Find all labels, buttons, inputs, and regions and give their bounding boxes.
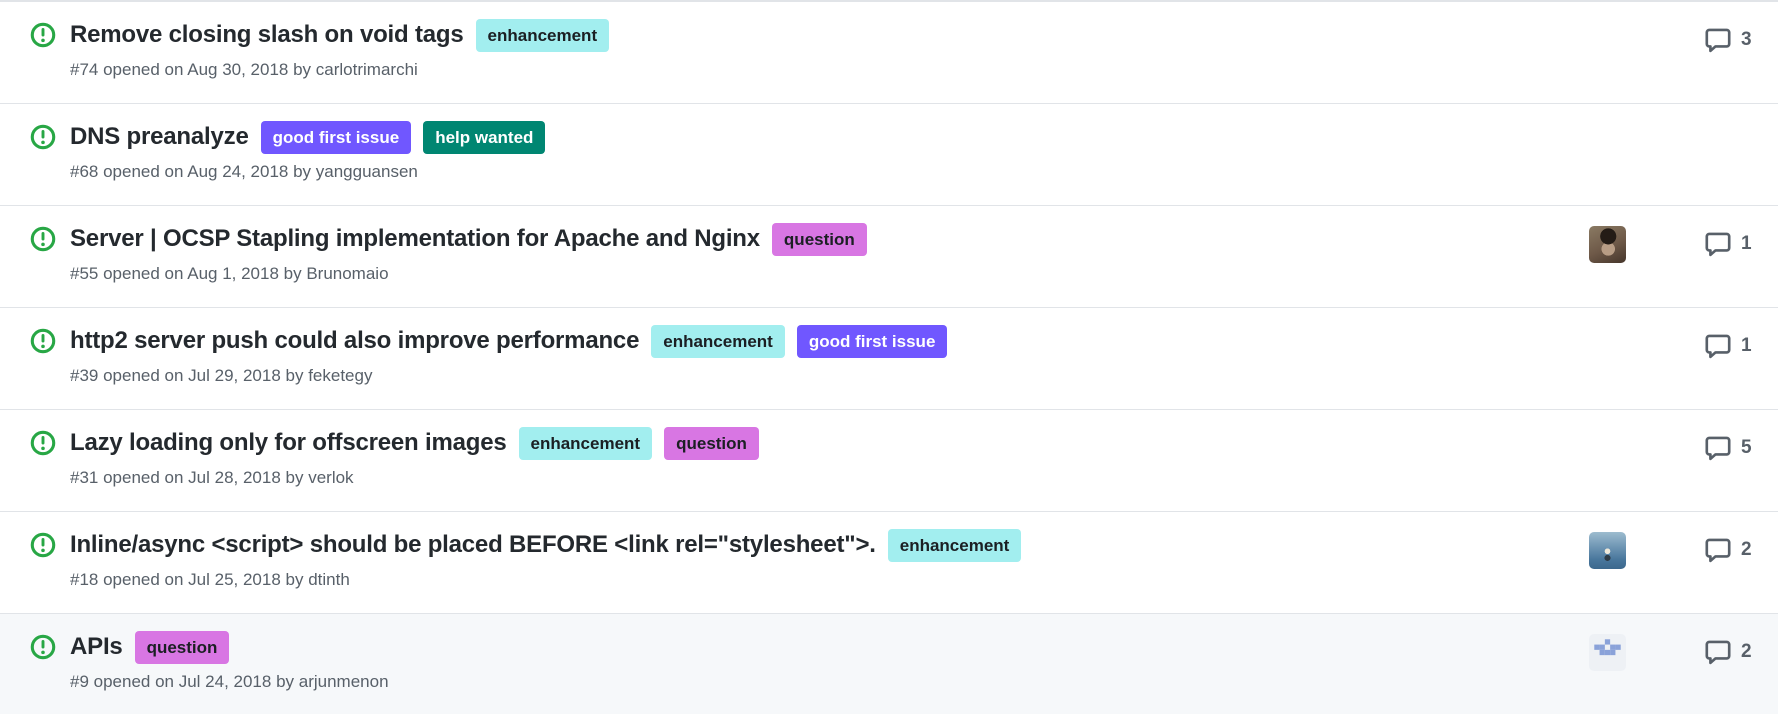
issue-main: Inline/async <script> should be placed B… <box>70 528 1589 591</box>
issue-meta: #68 opened on Aug 24, 2018 by yangguanse… <box>70 162 418 181</box>
issue-title-line: DNS preanalyze good first issue help want… <box>70 120 1589 154</box>
issue-meta: #39 opened on Jul 29, 2018 by feketegy <box>70 366 373 385</box>
comment-count: 1 <box>1741 335 1752 356</box>
open-issue-icon <box>30 630 70 665</box>
issue-title-line: Inline/async <script> should be placed B… <box>70 528 1589 562</box>
issue-main: Remove closing slash on void tags enhanc… <box>70 18 1589 81</box>
comment-icon <box>1705 640 1731 664</box>
issue-title-link[interactable]: Server | OCSP Stapling implementation fo… <box>70 225 760 252</box>
issue-label[interactable]: question <box>664 426 759 460</box>
open-issue-icon <box>30 120 70 155</box>
issue-right-column: 2 <box>1589 632 1756 672</box>
issue-title-line: http2 server push could also improve per… <box>70 324 1589 358</box>
assignee-avatar[interactable] <box>1589 225 1626 263</box>
issue-label[interactable]: enhancement <box>475 18 610 52</box>
comment-count: 3 <box>1741 29 1752 50</box>
issue-right-column: 2 <box>1589 530 1756 570</box>
issue-title-link[interactable]: DNS preanalyze <box>70 123 249 150</box>
issue-row: Remove closing slash on void tags enhanc… <box>0 2 1778 104</box>
issue-right-column: 5 <box>1589 428 1756 468</box>
issue-meta: #31 opened on Jul 28, 2018 by verlok <box>70 468 354 487</box>
issue-main: APIs question #9 opened on Jul 24, 2018 … <box>70 630 1589 693</box>
comment-count-link[interactable]: 1 <box>1704 333 1756 360</box>
issue-main: Server | OCSP Stapling implementation fo… <box>70 222 1589 285</box>
issue-meta: #74 opened on Aug 30, 2018 by carlotrima… <box>70 60 418 79</box>
comment-count-link[interactable]: 3 <box>1704 27 1756 54</box>
issue-label[interactable]: enhancement <box>651 324 785 358</box>
assignee-avatar-slot <box>1589 328 1626 365</box>
comment-count-link[interactable]: 2 <box>1704 639 1756 666</box>
open-issue-icon <box>30 324 70 359</box>
issue-title-line: Lazy loading only for offscreen images e… <box>70 426 1589 460</box>
issue-main: DNS preanalyze good first issue help want… <box>70 120 1589 183</box>
comment-count: 2 <box>1741 539 1752 560</box>
issue-row: Inline/async <script> should be placed B… <box>0 512 1778 614</box>
issue-title-link[interactable]: http2 server push could also improve per… <box>70 327 640 354</box>
assignee-avatar-slot <box>1589 430 1626 467</box>
open-issue-icon <box>30 18 70 53</box>
issue-right-column: 1 <box>1589 224 1756 264</box>
assignee-avatar-slot[interactable] <box>1589 633 1626 671</box>
comment-icon <box>1705 538 1731 562</box>
comment-count: 1 <box>1741 233 1752 254</box>
assignee-avatar-slot[interactable] <box>1589 225 1626 263</box>
issue-label[interactable]: good first issue <box>260 120 412 154</box>
comment-icon <box>1705 28 1731 52</box>
comment-count-link[interactable]: 2 <box>1704 537 1756 564</box>
issue-title-line: Server | OCSP Stapling implementation fo… <box>70 222 1589 256</box>
comment-count: 5 <box>1741 437 1752 458</box>
comment-count-link[interactable]: 5 <box>1704 435 1756 462</box>
open-issue-icon <box>30 222 70 257</box>
issue-title-line: APIs question <box>70 630 1589 664</box>
issue-label[interactable]: question <box>134 630 230 664</box>
comment-icon <box>1705 334 1731 358</box>
issue-row: Lazy loading only for offscreen images e… <box>0 410 1778 512</box>
issue-title-link[interactable]: APIs <box>70 633 123 660</box>
assignee-avatar-slot[interactable] <box>1589 531 1626 569</box>
issue-main: http2 server push could also improve per… <box>70 324 1589 387</box>
issue-right-column: 3 <box>1589 20 1756 60</box>
issue-row: Server | OCSP Stapling implementation fo… <box>0 206 1778 308</box>
issue-right-column <box>1589 122 1756 162</box>
issue-label[interactable]: enhancement <box>518 426 653 460</box>
issue-main: Lazy loading only for offscreen images e… <box>70 426 1589 489</box>
open-issue-icon <box>30 528 70 563</box>
issue-meta: #18 opened on Jul 25, 2018 by dtinth <box>70 570 350 589</box>
issue-row: DNS preanalyze good first issue help want… <box>0 104 1778 206</box>
issue-title-link[interactable]: Lazy loading only for offscreen images <box>70 429 507 456</box>
issue-label[interactable]: good first issue <box>796 324 948 358</box>
issue-title-link[interactable]: Remove closing slash on void tags <box>70 21 464 48</box>
issue-title-link[interactable]: Inline/async <script> should be placed B… <box>70 531 876 558</box>
issue-label[interactable]: help wanted <box>423 120 546 154</box>
assignee-avatar[interactable] <box>1589 531 1626 569</box>
issue-row: http2 server push could also improve per… <box>0 308 1778 410</box>
issue-title-line: Remove closing slash on void tags enhanc… <box>70 18 1589 52</box>
comment-icon <box>1705 232 1731 256</box>
open-issue-icon <box>30 426 70 461</box>
identicon-avatar[interactable] <box>1589 633 1626 671</box>
comment-count-link[interactable]: 1 <box>1704 231 1756 258</box>
issue-row: APIs question #9 opened on Jul 24, 2018 … <box>0 614 1778 714</box>
issue-label[interactable]: enhancement <box>887 528 1022 562</box>
comment-count: 2 <box>1741 641 1752 662</box>
issue-right-column: 1 <box>1589 326 1756 366</box>
issue-meta: #9 opened on Jul 24, 2018 by arjunmenon <box>70 672 389 691</box>
comment-icon <box>1705 436 1731 460</box>
issue-meta: #55 opened on Aug 1, 2018 by Brunomaio <box>70 264 389 283</box>
issue-label[interactable]: question <box>771 222 867 256</box>
assignee-avatar-slot <box>1589 22 1626 59</box>
assignee-avatar-slot <box>1589 124 1626 161</box>
